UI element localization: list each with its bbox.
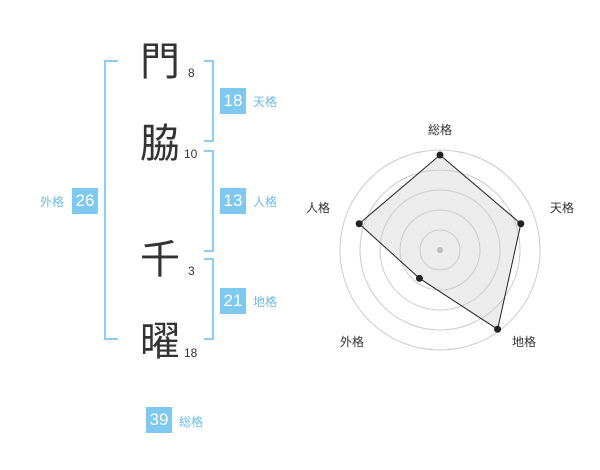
tenkaku-value: 18: [220, 88, 246, 114]
chikaku-value: 21: [220, 288, 246, 314]
jinkaku-bracket: [204, 150, 214, 252]
soukaku-value: 39: [146, 407, 172, 433]
radar-polygon: [358, 154, 522, 331]
gaikaku-bracket: [104, 60, 118, 340]
radar-center-dot: [437, 247, 443, 253]
radar-ring-4: [359, 169, 521, 331]
stroke-count-3: 3: [188, 264, 195, 278]
name-char-4: 曜: [140, 319, 180, 365]
soukaku-label: 総格: [179, 415, 204, 429]
gaikaku-label: 外格: [40, 195, 65, 209]
axis-label-jinkaku: 人格: [306, 200, 330, 215]
jinkaku-value: 13: [220, 188, 246, 214]
stroke-count-1: 8: [188, 66, 195, 80]
gaikaku-value: 26: [72, 188, 98, 214]
radar-ring-2: [399, 209, 481, 291]
radar-ring-3: [379, 189, 501, 311]
name-char-3: 千: [140, 237, 180, 283]
radar-point-2: [517, 220, 525, 228]
chikaku-bracket: [204, 258, 214, 340]
name-char-2: 脇: [140, 121, 180, 167]
radar-point-5: [355, 220, 363, 228]
chikaku-label: 地格: [253, 295, 278, 309]
radar-point-3: [494, 325, 502, 333]
stroke-count-2: 10: [184, 147, 198, 161]
axis-label-gaikaku: 外格: [340, 334, 364, 349]
jinkaku-label: 人格: [253, 195, 278, 209]
radar-ring-1: [419, 229, 461, 271]
tenkaku-bracket: [204, 60, 214, 142]
radar-point-4: [415, 274, 423, 282]
radar-point-1: [436, 151, 444, 159]
axis-label-chikaku: 地格: [512, 334, 536, 349]
stroke-count-4: 18: [184, 346, 198, 360]
axis-label-soukaku: 総格: [428, 122, 452, 137]
tenkaku-label: 天格: [253, 95, 278, 109]
axis-label-tenkaku: 天格: [550, 200, 574, 215]
name-char-1: 門: [140, 39, 180, 85]
